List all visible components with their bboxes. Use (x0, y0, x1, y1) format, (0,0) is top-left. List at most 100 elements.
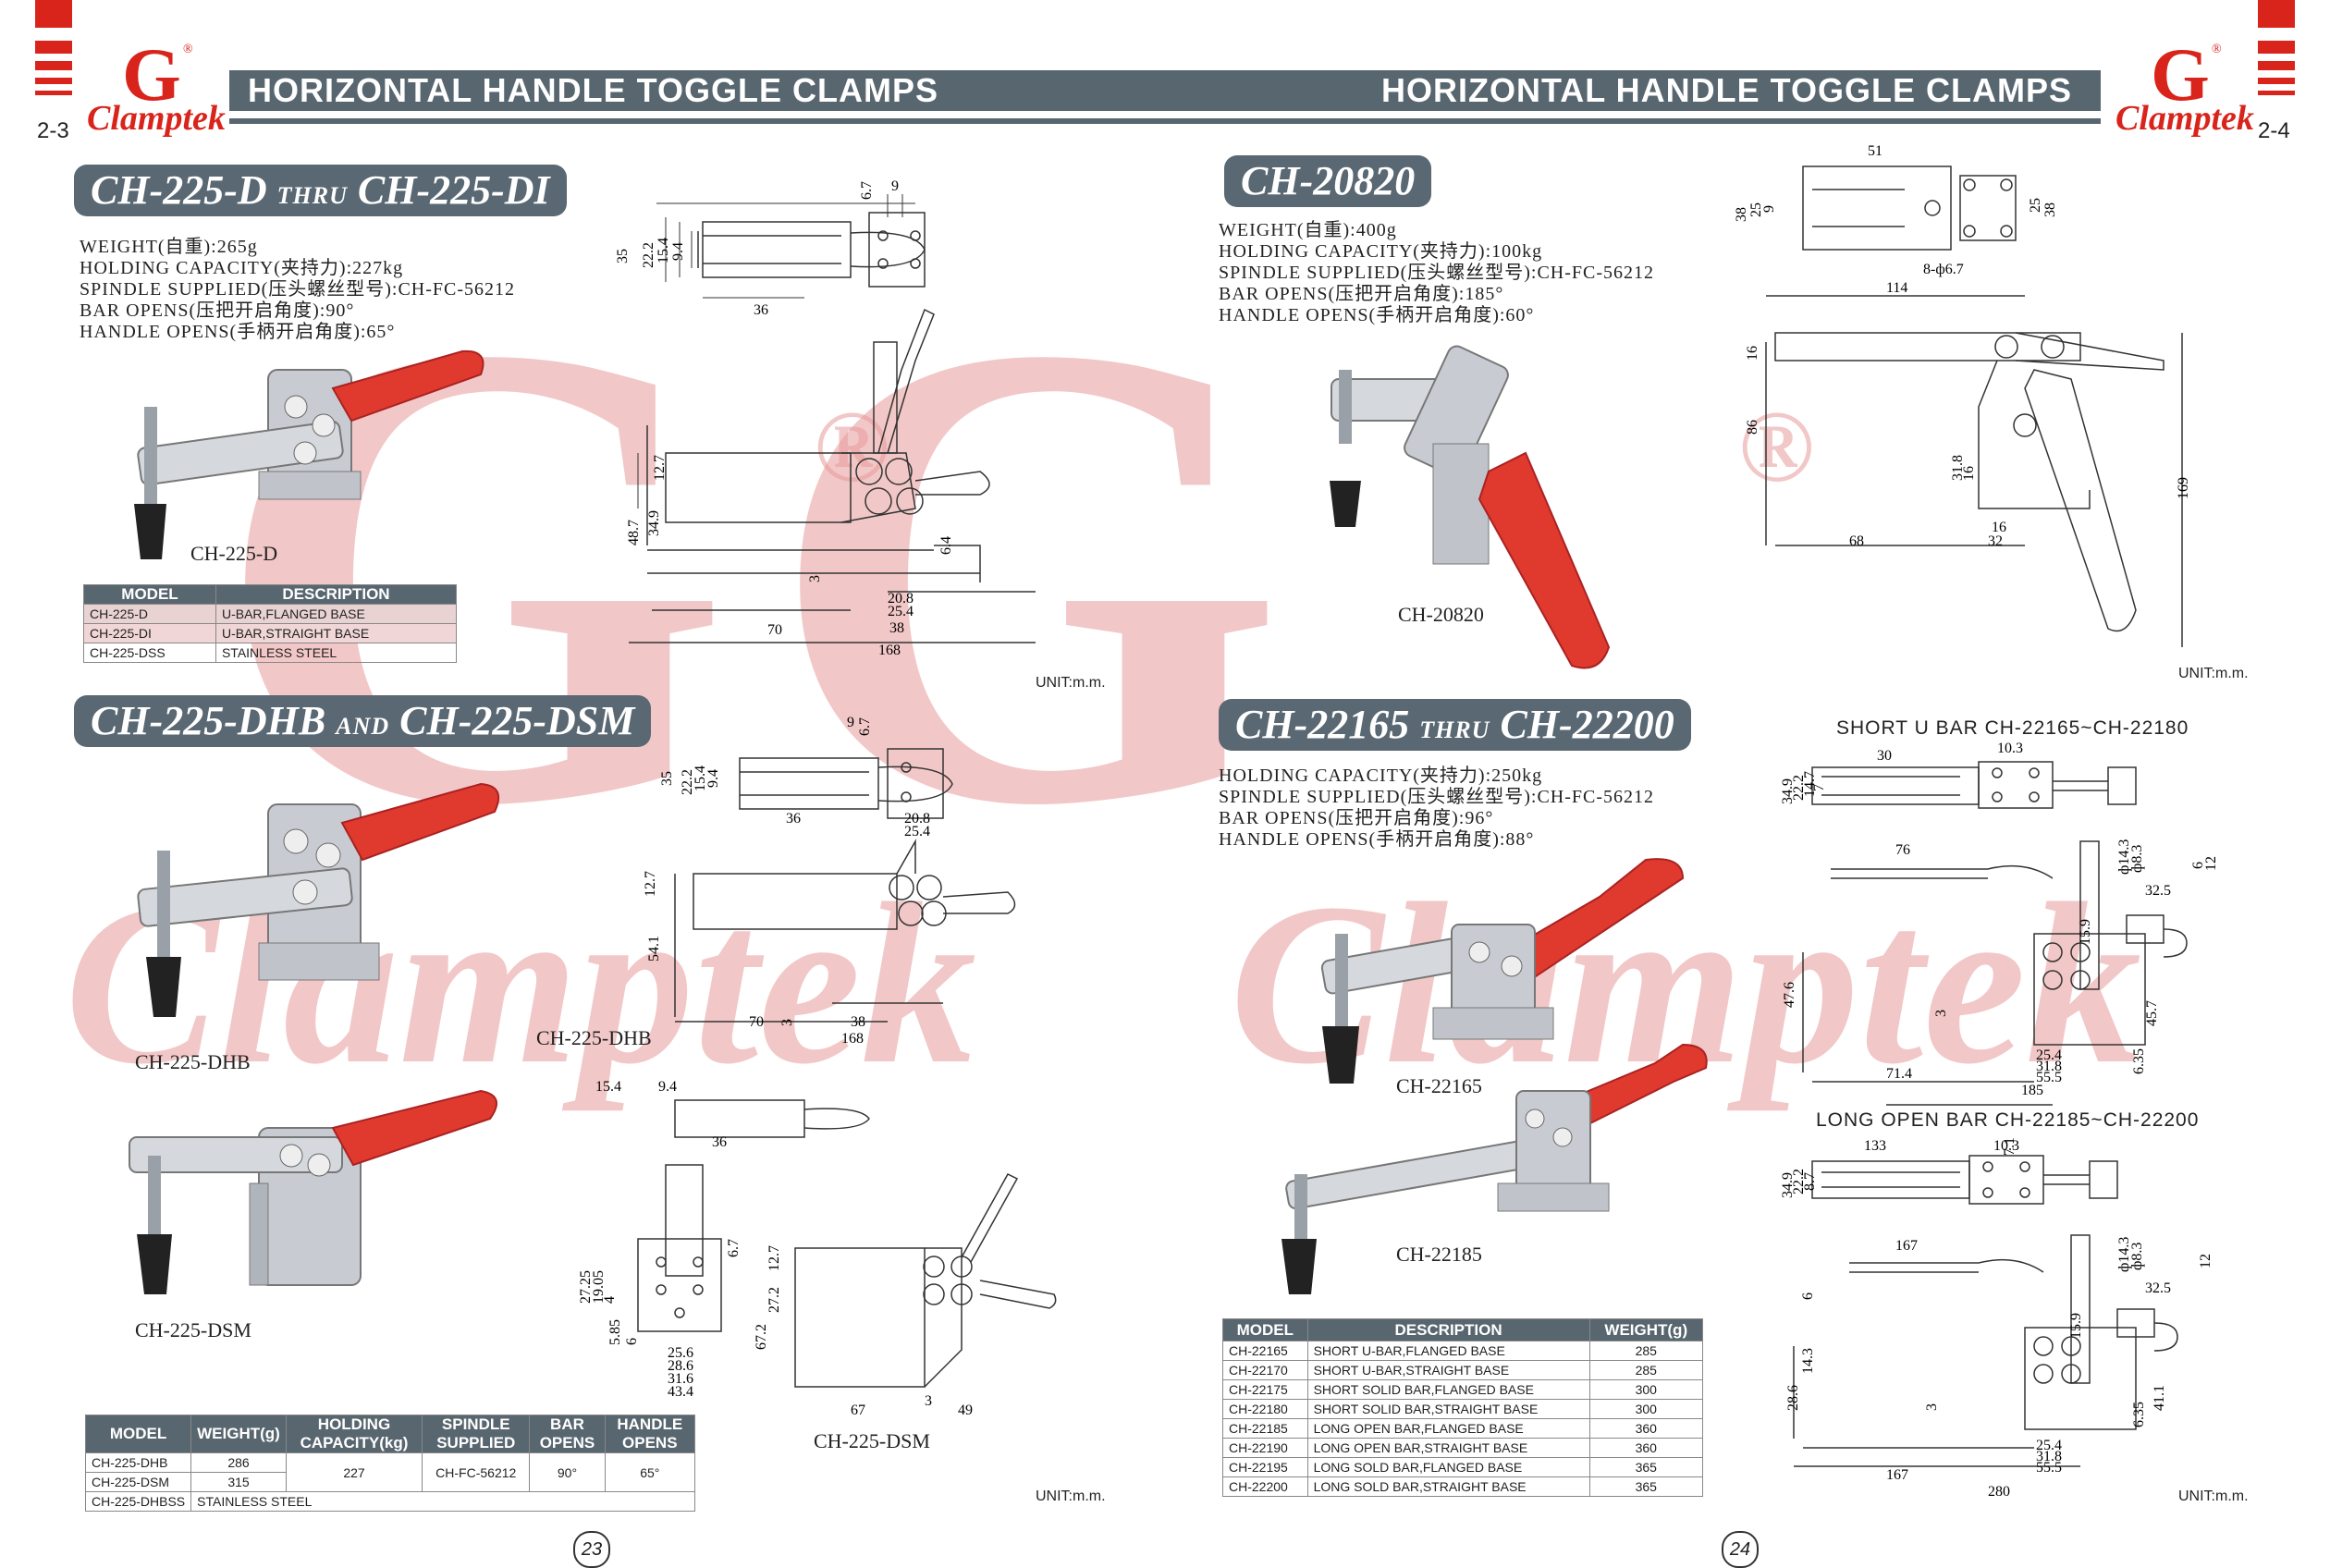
dim-label: 70 (767, 622, 782, 638)
spec-line: HOLDING CAPACITY(夹持力):250kg (1219, 766, 1543, 786)
dim-label: 20.8 (888, 591, 914, 606)
dim-label: 55.5 (2036, 1070, 2062, 1085)
subhead-short-u-bar: SHORT U BAR CH-22165~CH-22180 (1836, 717, 2189, 739)
dim-label: ф8.3 (2129, 1243, 2145, 1270)
table-cell: 285 (1588, 1360, 1704, 1380)
dim-label: 27.2 (766, 1287, 782, 1313)
dim-label: 3 (779, 1019, 795, 1026)
photo-caption: CH-20820 (1398, 603, 1484, 626)
table-header: DESCRIPTION (215, 584, 458, 605)
table-cell: U-BAR,STRAIGHT BASE (215, 623, 458, 643)
spec-line: BAR OPENS(压把开启角度):96° (1219, 808, 1494, 828)
specs-ch-20820: WEIGHT(自重):400g HOLDING CAPACITY(夹持力):10… (1219, 220, 1654, 326)
table-header: MODEL (1222, 1318, 1308, 1341)
title-part: CH-225-DSM (399, 698, 635, 743)
dim-label: 28.6 (668, 1358, 693, 1374)
dim-label: 12 (2203, 856, 2219, 871)
dim-label: 6.4 (938, 536, 954, 555)
title-part: CH-225-D (91, 167, 267, 213)
table-cell: SHORT U-BAR,FLANGED BASE (1306, 1341, 1590, 1361)
model-table-ch-225-dhb: MODEL WEIGHT(g) HOLDING CAPACITY(kg) SPI… (84, 1415, 696, 1512)
photo-caption: CH-225-D (190, 542, 278, 565)
dim-label: 31.8 (2036, 1449, 2062, 1464)
dim-label: 9 (847, 715, 854, 730)
dim-label: 25 (2028, 198, 2043, 213)
dim-label: 12.7 (766, 1245, 782, 1271)
table-cell: 360 (1588, 1438, 1704, 1458)
red-stripe (35, 41, 72, 54)
dim-label: 9 (1761, 205, 1777, 213)
header-rule-right (1172, 118, 2101, 124)
specs-ch-225-d: WEIGHT(自重):265g HOLDING CAPACITY(夹持力):22… (80, 237, 515, 343)
dim-label: 22.2 (680, 769, 695, 795)
dim-label: 9 (891, 178, 899, 194)
dim-label: 32.5 (2145, 883, 2171, 899)
dim-label: 38 (889, 620, 904, 636)
clamp-photo-ch-225-d (134, 349, 484, 559)
dim-label: 31.6 (668, 1371, 693, 1387)
dim-label: 6.7 (857, 717, 873, 736)
dim-label: 34.9 (646, 510, 662, 536)
table-header: MODEL (83, 584, 216, 605)
red-stripe (2258, 0, 2295, 28)
dim-label: 36 (754, 302, 768, 318)
header-title-left: HORIZONTAL HANDLE TOGGLE CLAMPS (248, 71, 938, 109)
table-header: WEIGHT(g) (1588, 1318, 1704, 1341)
dim-label: 6.7 (726, 1239, 742, 1257)
unit-label: UNIT:m.m. (1036, 675, 1106, 691)
page-number-left: 23 (573, 1531, 610, 1568)
technical-drawing-long-open-bar: 133 10.3 7.1 34.9 22.2 8.7 167 ф14.3 ф8.… (1780, 1137, 2214, 1500)
dim-label: 36 (712, 1134, 727, 1150)
dim-label: 9.4 (705, 769, 721, 788)
dim-label: 20.8 (904, 811, 930, 827)
red-stripe (2258, 61, 2295, 70)
dim-label: 25.4 (888, 604, 914, 619)
table-cell: 300 (1588, 1379, 1704, 1400)
dim-label: 25 (1748, 202, 1764, 217)
dim-label: 71.4 (1886, 1066, 1912, 1082)
table-cell: SHORT U-BAR,STRAIGHT BASE (1306, 1360, 1590, 1380)
dim-label: 45.7 (2144, 1000, 2160, 1026)
title-join: THRU (276, 182, 348, 209)
spec-line: HANDLE OPENS(手柄开启角度):65° (80, 322, 396, 342)
dim-label: ф14.3 (2116, 839, 2132, 875)
clamp-photo-ch-22165 (1320, 858, 1685, 1084)
table-cell: SHORT SOLID BAR,FLANGED BASE (1306, 1379, 1590, 1400)
dim-label: 35 (615, 249, 631, 263)
table-header: HANDLE OPENS (604, 1415, 696, 1453)
title-part: CH-225-DI (357, 167, 550, 213)
table-header: DESCRIPTION (1306, 1318, 1590, 1341)
dim-label: 68 (1849, 533, 1864, 549)
dim-label: 15.4 (595, 1079, 621, 1095)
header-rule-left (229, 118, 1172, 124)
dim-label: 185 (2021, 1083, 2043, 1098)
unit-label: UNIT:m.m. (2178, 1488, 2249, 1504)
header-bar-left (229, 70, 1172, 111)
header-bar-right (1172, 70, 2101, 111)
dim-label: 10.3 (1997, 741, 2023, 756)
photo-caption: CH-22165 (1396, 1074, 1482, 1097)
dim-label: 15.9 (2068, 1313, 2084, 1339)
table-cell: 227 (285, 1452, 423, 1492)
table-cell: CH-22200 (1222, 1476, 1308, 1497)
dim-label: 12 (2198, 1254, 2214, 1268)
specs-ch-22165: HOLDING CAPACITY(夹持力):250kg SPINDLE SUPP… (1219, 766, 1654, 851)
red-stripe (2258, 41, 2295, 54)
technical-drawing-short-u-bar: 34.9 22.2 14.7 7 30 10.3 76 ф14.3 ф8.3 6… (1780, 741, 2219, 1106)
dim-label: 70 (749, 1014, 764, 1030)
dim-label: 3 (925, 1393, 932, 1409)
table-cell: 286 (190, 1452, 287, 1473)
dim-label: 47.6 (1782, 982, 1797, 1008)
dim-label: 167 (1886, 1467, 1908, 1483)
table-cell: 315 (190, 1472, 287, 1492)
table-cell: STAINLESS STEEL (215, 643, 458, 663)
dim-label: 12.7 (643, 871, 658, 897)
table-cell: CH-22165 (1222, 1341, 1308, 1361)
dim-label: 67 (851, 1403, 865, 1418)
clamptek-logo-left: G ® Clamptek (87, 32, 226, 139)
dim-label: 7.1 (2002, 1137, 2017, 1156)
